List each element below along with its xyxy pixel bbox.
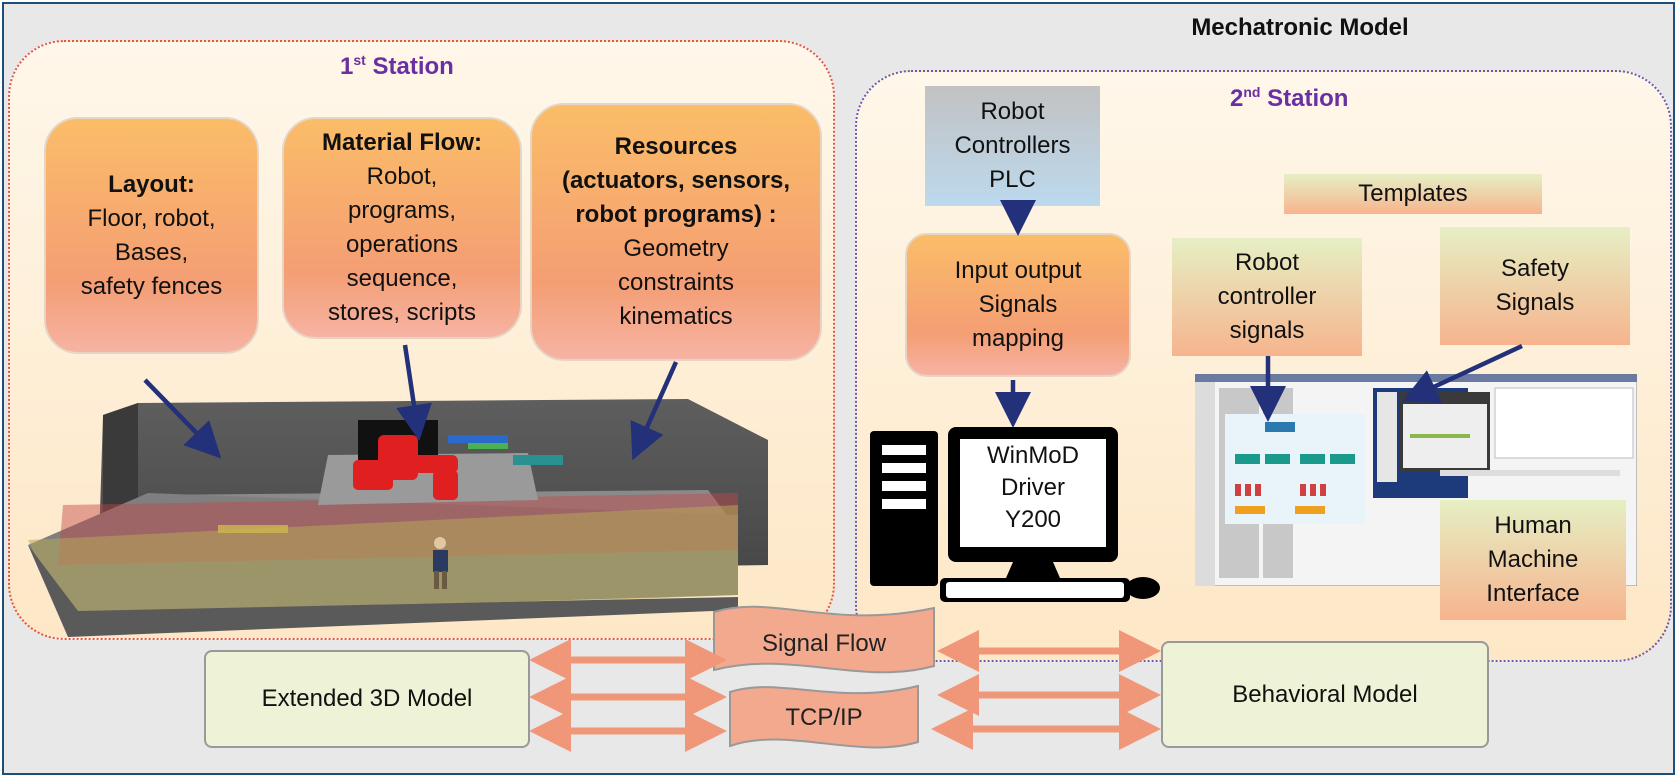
station-1-title-word: Station	[365, 53, 454, 80]
safety-signals-line: Safety	[1500, 255, 1570, 282]
tcp-ip-flag	[729, 684, 919, 749]
material-flow-line: programs,	[347, 197, 457, 224]
material-flow-heading: Material Flow:	[321, 129, 483, 156]
safety-signals-box: Safety Signals	[1440, 227, 1630, 345]
io-signals-mapping-box: Input output Signals mapping	[905, 233, 1131, 377]
robot-controllers-line: Robot	[980, 98, 1045, 125]
station-2-title: 2nd Station	[1230, 84, 1348, 113]
computer-icon	[870, 427, 1160, 602]
material-flow-line: operations	[345, 231, 459, 258]
hmi-line: Human	[1494, 512, 1572, 539]
io-mapping-line: Input output	[954, 257, 1082, 284]
robot-controllers-line: PLC	[989, 166, 1036, 193]
robot-controllers-line: Controllers	[954, 132, 1071, 159]
rc-signals-line: signals	[1229, 317, 1305, 344]
material-flow-line: Robot,	[366, 163, 438, 190]
station-2-title-sup: nd	[1243, 84, 1261, 100]
computer-screen-text: WinMoD Driver Y200	[960, 440, 1106, 536]
signal-flow-label: Signal Flow	[761, 630, 887, 657]
rc-signals-line: Robot	[1234, 249, 1300, 276]
resources-heading-line: (actuators, sensors,	[561, 167, 791, 194]
templates-box: Templates	[1284, 174, 1542, 214]
extended-3d-model-box: Extended 3D Model	[204, 650, 530, 748]
layout-heading: Layout:	[108, 170, 195, 198]
station-1-title-sup: st	[353, 52, 366, 68]
layout-box: Layout: Floor, robot, Bases, safety fenc…	[44, 117, 259, 354]
safety-signals-line: Signals	[1495, 289, 1575, 316]
computer-line: Driver	[1001, 474, 1065, 501]
resources-line: Geometry	[623, 235, 729, 262]
resources-box: Resources (actuators, sensors, robot pro…	[530, 103, 822, 361]
layout-line: Bases,	[114, 238, 189, 266]
hmi-software-screenshot	[1195, 374, 1637, 586]
signal-flow-flag	[713, 605, 935, 674]
layout-line: Floor, robot,	[87, 204, 216, 232]
station-1-title-num: 1	[340, 53, 354, 80]
hmi-line: Machine	[1487, 546, 1579, 573]
resources-heading-line: Resources	[614, 133, 738, 160]
material-flow-line: stores, scripts	[327, 299, 477, 326]
mechatronic-model-title: Mechatronic Model	[1191, 14, 1409, 41]
station-2-title-num: 2	[1230, 85, 1244, 112]
behavioral-model-box: Behavioral Model	[1161, 641, 1489, 748]
layout-line: safety fences	[80, 272, 223, 300]
station-2-title-word: Station	[1260, 85, 1349, 112]
rc-signals-line: controller	[1217, 283, 1317, 310]
robot-controller-signals-box: Robot controller signals	[1172, 238, 1362, 356]
hmi-line: Interface	[1486, 580, 1580, 607]
robot-controllers-box: Robot Controllers PLC	[925, 86, 1100, 206]
hmi-box: Human Machine Interface	[1440, 500, 1626, 620]
computer-line: Y200	[1004, 506, 1062, 533]
resources-line: constraints	[617, 269, 735, 296]
station-1-title: 1st Station	[340, 52, 454, 81]
tcp-ip-label: TCP/IP	[785, 704, 863, 731]
computer-line: WinMoD	[986, 442, 1079, 469]
robot-cell-3d-illustration	[28, 399, 768, 637]
resources-heading-line: robot programs) :	[575, 201, 777, 228]
io-mapping-line: mapping	[971, 325, 1065, 352]
io-mapping-line: Signals	[978, 291, 1058, 318]
material-flow-line: sequence,	[346, 265, 458, 292]
resources-line: kinematics	[619, 303, 733, 330]
material-flow-box: Material Flow: Robot, programs, operatio…	[282, 117, 522, 339]
